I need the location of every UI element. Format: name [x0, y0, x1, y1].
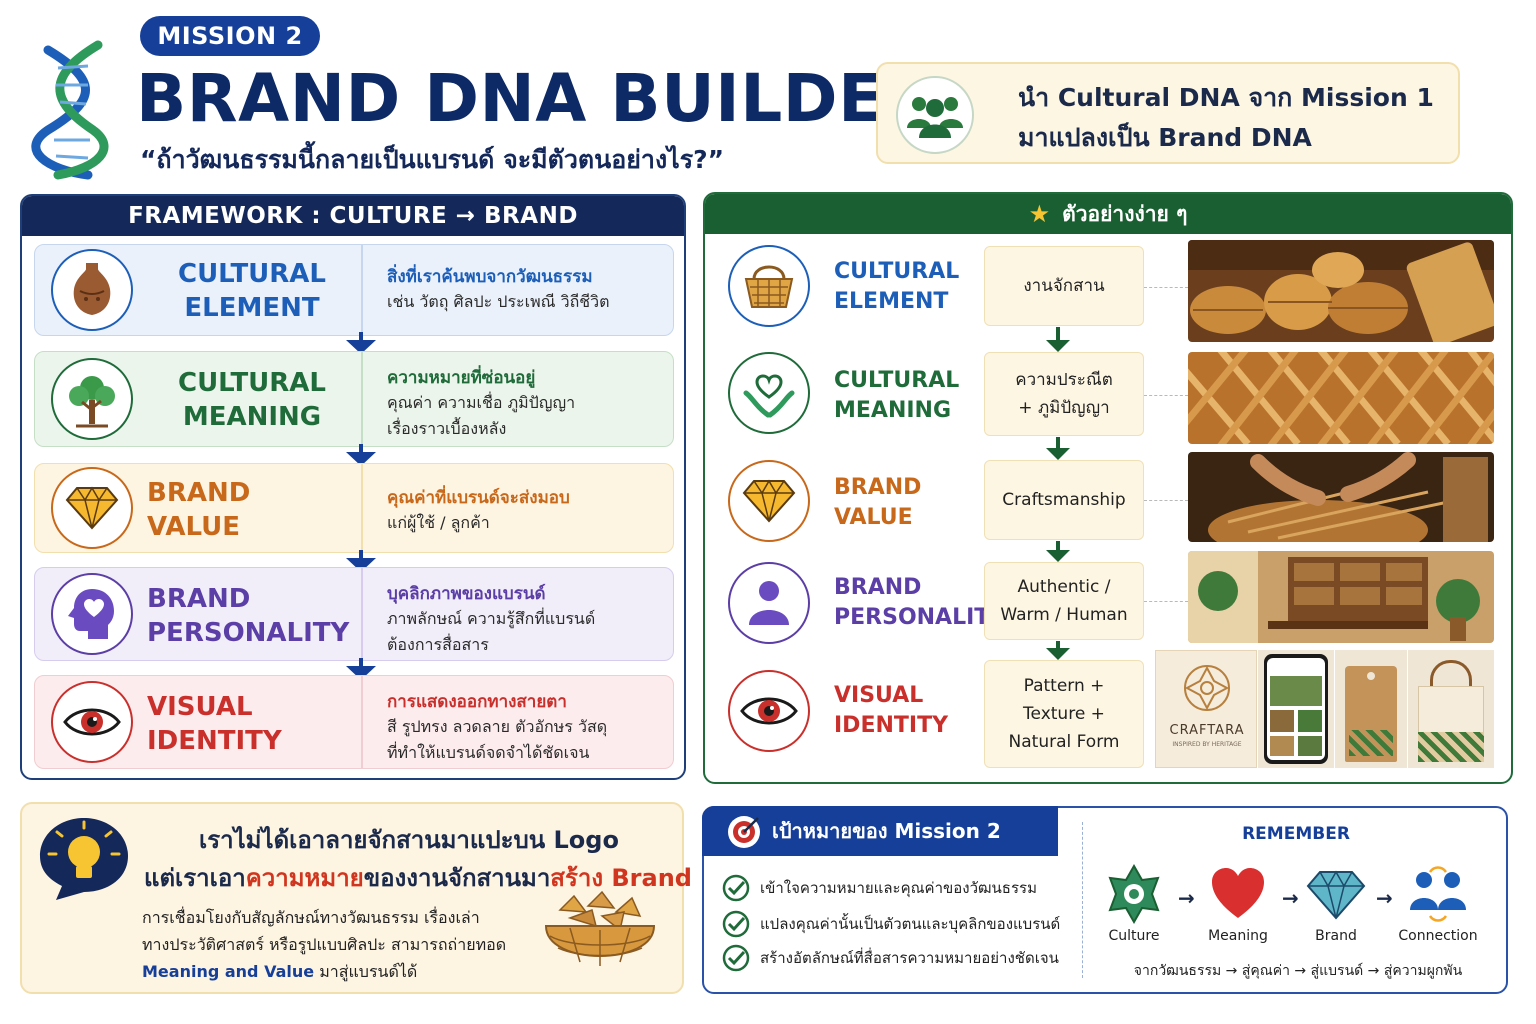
flow-arrow-icon — [1046, 340, 1070, 352]
framework-desc-heading: บุคลิกภาพของแบรนด์ — [387, 584, 546, 604]
vase-icon — [51, 249, 133, 331]
example-value-box: ความประณีต+ ภูมิปัญญา — [984, 352, 1144, 436]
step-label-connection: Connection — [1398, 928, 1478, 944]
star-icon: ★ — [1028, 200, 1051, 228]
step-label-culture: Culture — [1108, 928, 1160, 944]
goal-item: สร้างอัตลักษณ์ที่สื่อสารความหมายอย่างชัด… — [722, 944, 1059, 972]
flow-arrow-icon — [1046, 550, 1070, 562]
hang-tag-mockup — [1335, 650, 1407, 768]
framework-desc: ภาพลักษณ์ ความรู้สึกที่แบรนด์ต้องการสื่อ… — [387, 609, 596, 654]
framework-desc-heading: คุณค่าที่แบรนด์จะส่งมอบ — [387, 488, 570, 508]
check-icon — [722, 944, 750, 972]
diamond-icon — [51, 467, 133, 549]
goal-item: เข้าใจความหมายและคุณค่าของวัฒนธรรม — [722, 874, 1037, 902]
insight-quote-line-2: แต่เราเอาความหมายของงานจักสานมาสร้าง Bra… — [144, 864, 692, 892]
example-value-box: Pattern +Texture +Natural Form — [984, 660, 1144, 768]
target-icon — [728, 816, 760, 848]
brand-tagline: INSPIRED BY HERITAGE — [1172, 741, 1242, 748]
heart-hands-icon — [728, 352, 810, 434]
dna-helix-icon — [31, 40, 109, 180]
framework-desc-heading: ความหมายที่ซ่อนอยู่ — [387, 368, 536, 388]
remember-flow: จากวัฒนธรรม → สู่คุณค่า → สู่แบรนด์ → สู… — [1133, 963, 1463, 979]
connection-people-icon — [1410, 866, 1466, 922]
group-icon — [896, 76, 974, 154]
step-arrow-icon: → — [1376, 886, 1393, 910]
brand-logo-card: CRAFTARA INSPIRED BY HERITAGE — [1155, 650, 1257, 768]
woven-bowl-icon — [544, 890, 656, 966]
remember-title: REMEMBER — [1242, 824, 1350, 844]
insight-quote-line-1: เราไม่ได้เอาลายจักสานมาแปะบน Logo — [199, 826, 619, 854]
flow-arrow-icon — [1046, 448, 1070, 460]
framework-desc: คุณค่า ความเชื่อ ภูมิปัญญาเรื่องราวเบื้อ… — [387, 393, 576, 438]
head-heart-icon — [51, 573, 133, 655]
brand-name: CRAFTARA — [1169, 723, 1245, 738]
basket-icon — [728, 245, 810, 327]
example-value-box: Authentic /Warm / Human — [984, 562, 1144, 640]
person-icon — [728, 562, 810, 644]
step-label-meaning: Meaning — [1208, 928, 1268, 944]
page-title: BRAND DNA BUILDER — [136, 60, 935, 137]
lightbulb-icon — [40, 818, 128, 900]
basket-photo — [1188, 240, 1494, 342]
check-icon — [722, 874, 750, 902]
tree-icon — [51, 358, 133, 440]
step-arrow-icon: → — [1178, 886, 1195, 910]
framework-desc-heading: การแสดงออกทางสายตา — [387, 692, 567, 712]
insight-box: เราไม่ได้เอาลายจักสานมาแปะบน Logo แต่เรา… — [20, 802, 692, 994]
framework-desc: เช่น วัตถุ ศิลปะ ประเพณี วิถีชีวิต — [387, 292, 610, 311]
heart-icon — [1212, 868, 1264, 918]
step-arrow-icon: → — [1282, 886, 1299, 910]
eye-icon — [51, 681, 133, 763]
flow-arrow-icon — [346, 340, 376, 354]
culture-pattern-icon — [1108, 864, 1160, 924]
example-title: ★ตัวอย่างง่าย ๆ — [705, 194, 1511, 234]
goal-title: เป้าหมายของ Mission 2 — [702, 806, 1058, 856]
flow-arrow-icon — [1046, 648, 1070, 660]
diamond-icon — [1306, 870, 1366, 920]
page-subtitle: “ถ้าวัฒนธรรมนี้กลายเป็นแบรนด์ จะมีตัวตนอ… — [140, 145, 725, 174]
insight-body: การเชื่อมโยงกับสัญลักษณ์ทางวัฒนธรรม เรื่… — [142, 908, 507, 981]
framework-desc-heading: สิ่งที่เราค้นพบจากวัฒนธรรม — [387, 267, 593, 287]
interior-photo — [1188, 551, 1494, 643]
note-line-1: นำ Cultural DNA จาก Mission 1 — [1018, 83, 1434, 112]
step-label-brand: Brand — [1315, 928, 1357, 944]
example-value-box: Craftsmanship — [984, 460, 1144, 540]
framework-desc: แก่ผู้ใช้ / ลูกค้า — [387, 513, 490, 532]
diamond-icon — [728, 460, 810, 542]
eye-icon — [728, 670, 810, 752]
check-icon — [722, 910, 750, 938]
tote-bag-mockup — [1408, 650, 1494, 768]
mission-badge: MISSION 2 — [140, 16, 320, 56]
flow-arrow-icon — [346, 452, 376, 466]
mission-note: นำ Cultural DNA จาก Mission 1 มาแปลงเป็น… — [876, 62, 1460, 164]
brand-logo-icon — [1184, 665, 1230, 711]
weave-texture-photo — [1188, 352, 1494, 444]
phone-mockup — [1258, 650, 1334, 768]
goal-item: แปลงคุณค่านั้นเป็นตัวตนและบุคลิกของแบรนด… — [722, 910, 1060, 938]
example-value-box: งานจักสาน — [984, 246, 1144, 326]
framework-desc: สี รูปทรง ลวดลาย ตัวอักษร วัสดุที่ทำให้แ… — [387, 717, 608, 762]
weaving-hands-photo — [1188, 452, 1494, 542]
framework-title: FRAMEWORK : CULTURE → BRAND — [22, 196, 684, 236]
note-line-2: มาแปลงเป็น Brand DNA — [1018, 123, 1312, 152]
mission-goal-box: เป้าหมายของ Mission 2 เข้าใจความหมายและค… — [702, 806, 1508, 994]
